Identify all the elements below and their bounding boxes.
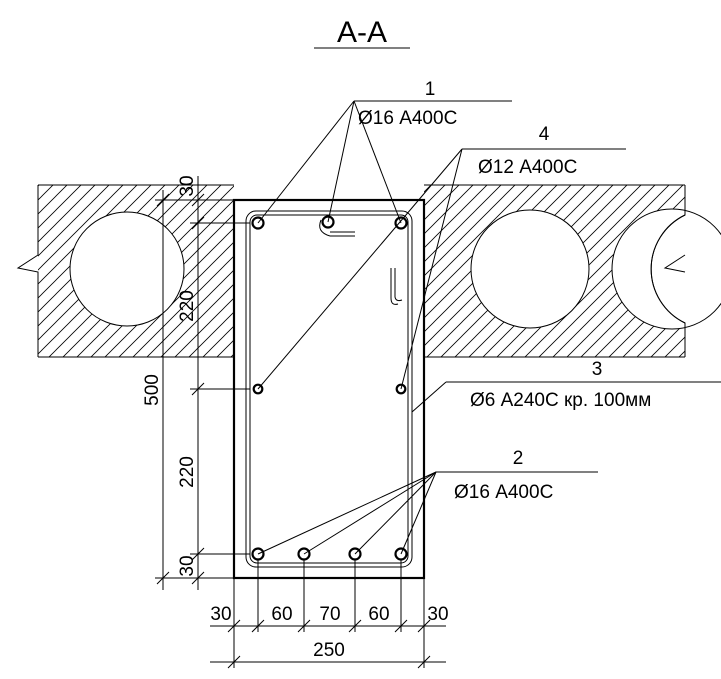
top-bars-1 bbox=[251, 215, 408, 230]
dim-seg-4: 60 bbox=[368, 604, 389, 625]
callout-2-spec: Ø16 А400С bbox=[454, 482, 553, 503]
callout-2: 2 Ø16 А400С bbox=[257, 448, 598, 555]
bottom-bars-2 bbox=[251, 547, 408, 561]
callout-3-number: 3 bbox=[592, 359, 603, 380]
left-slab bbox=[16, 184, 234, 358]
callout-4: 4 Ø12 А400С bbox=[257, 124, 626, 390]
callout-3: 3 Ø6 А240С кр. 100мм bbox=[411, 359, 721, 413]
dim-seg-1: 30 bbox=[210, 604, 231, 625]
dim-seg-5: 30 bbox=[427, 604, 448, 625]
callout-4-spec: Ø12 А400С bbox=[478, 157, 577, 178]
vertical-dimensions: 500 30 220 220 30 bbox=[142, 175, 250, 590]
right-slab bbox=[424, 184, 721, 358]
callout-3-spec: Ø6 А240С кр. 100мм bbox=[470, 390, 651, 411]
stirrup-bar-3 bbox=[245, 210, 413, 568]
horizontal-dimensions: 30 60 70 60 30 250 bbox=[210, 560, 449, 669]
dim-slab-part: 220 bbox=[177, 290, 198, 322]
section-title: А-А bbox=[337, 16, 387, 49]
dim-top-cover: 30 bbox=[177, 175, 198, 196]
dim-total-width: 250 bbox=[313, 640, 345, 661]
callout-2-number: 2 bbox=[513, 448, 524, 469]
dim-seg-2: 60 bbox=[271, 604, 292, 625]
dim-total-height: 500 bbox=[142, 374, 163, 406]
callout-1-spec: Ø16 А400С bbox=[358, 108, 457, 129]
dim-bottom-cover: 30 bbox=[177, 555, 198, 576]
callout-1: 1 Ø16 А400С bbox=[257, 79, 512, 224]
dim-seg-3: 70 bbox=[319, 604, 340, 625]
callout-4-number: 4 bbox=[539, 124, 550, 145]
callout-1-number: 1 bbox=[425, 79, 436, 100]
dim-lower-part: 220 bbox=[177, 456, 198, 488]
side-bars-4 bbox=[252, 383, 407, 395]
